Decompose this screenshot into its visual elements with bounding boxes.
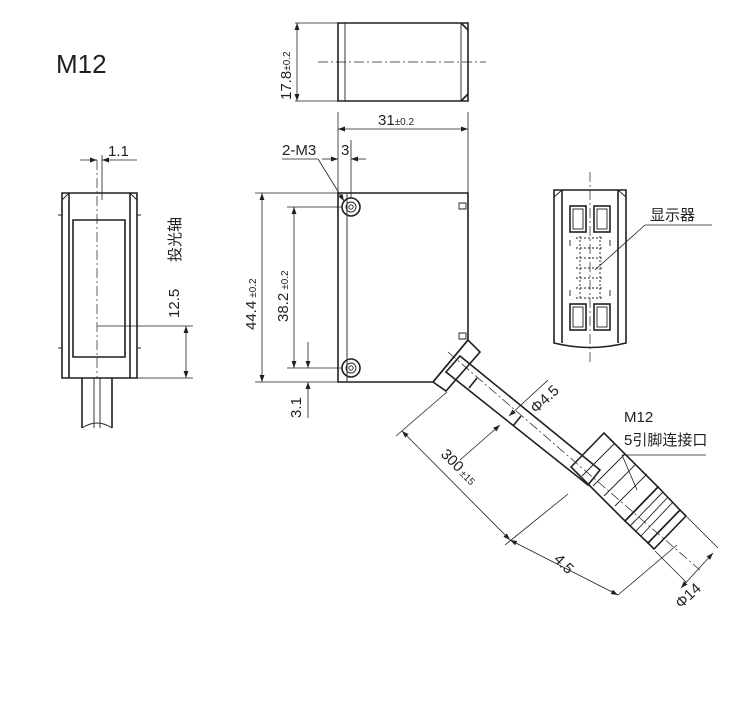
front-view: 31±0.2 2-M3 3 44.4±0.2 38.2±0.2 3.1 xyxy=(243,112,469,418)
dim-connector-dia: Φ14 xyxy=(672,580,705,612)
side-view: 1.1 12.5 投光轴 xyxy=(58,143,193,429)
dim-side-offset: 1.1 xyxy=(108,143,129,160)
dim-hole-offset: 3 xyxy=(341,142,349,159)
dim-connector-length: 4.5 xyxy=(550,551,577,578)
display-panel-view: 显示器 xyxy=(553,172,712,362)
dim-top-height: 17.8±0.2 xyxy=(278,51,295,100)
connector-label-line1: M12 xyxy=(624,409,653,426)
top-view: 17.8±0.2 xyxy=(278,22,486,102)
optical-axis-label: 投光轴 xyxy=(167,217,184,262)
connector-label-line2: 5引脚连接口 xyxy=(624,432,707,449)
dim-bottom-offset: 3.1 xyxy=(288,397,305,418)
dim-hole-pitch: 38.2±0.2 xyxy=(275,270,292,322)
dim-cable-length: 300±15 xyxy=(437,446,480,489)
dim-axis-height: 12.5 xyxy=(166,289,183,318)
dim-cable-dia: Φ4.5 xyxy=(527,382,563,417)
dim-height: 44.4±0.2 xyxy=(243,278,260,330)
model-title: M12 xyxy=(56,49,107,79)
cable-connector: Φ4.5 300±15 4.5 Φ14 M12 5引脚连接口 xyxy=(395,338,719,612)
dim-hole-label: 2-M3 xyxy=(282,142,316,159)
display-label: 显示器 xyxy=(650,207,695,224)
dim-width: 31±0.2 xyxy=(378,112,415,129)
